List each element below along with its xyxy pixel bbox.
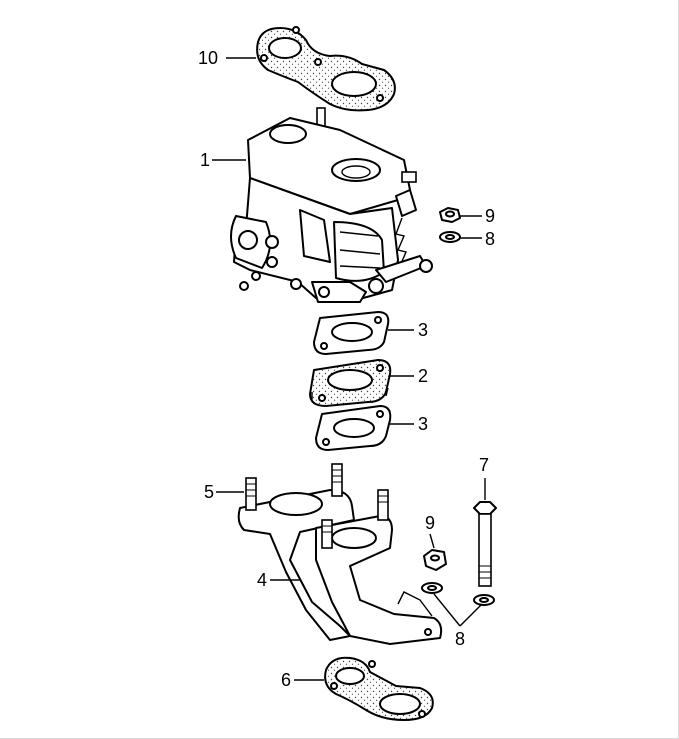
carburetor-part-1 — [230, 107, 433, 303]
callout-3-upper: 3 — [418, 320, 429, 340]
leader-lines — [212, 57, 486, 681]
top-gasket-part-10 — [256, 26, 396, 112]
flange-gasket-part-3-upper — [313, 311, 390, 355]
callout-3-lower: 3 — [418, 414, 429, 434]
flange-gasket-part-3-lower — [315, 405, 392, 451]
callout-6: 6 — [281, 670, 292, 690]
washer-part-8-upper — [439, 231, 461, 243]
callout-1: 1 — [200, 150, 211, 170]
washers-part-8-lower — [421, 582, 495, 606]
callout-2: 2 — [418, 366, 429, 386]
spacer-block-part-2 — [309, 359, 392, 407]
callout-5: 5 — [204, 482, 215, 502]
callout-8-lower: 8 — [455, 629, 466, 649]
intake-manifold-part-4 — [237, 489, 443, 645]
bottom-gasket-part-6 — [324, 656, 434, 721]
callout-9-upper: 9 — [485, 206, 496, 226]
nut-part-9-upper — [439, 207, 461, 223]
nut-part-9-lower — [423, 549, 447, 571]
callout-7: 7 — [479, 455, 490, 475]
callout-9-lower: 9 — [425, 513, 436, 533]
studs-part-5 — [245, 463, 389, 549]
callout-8-upper: 8 — [485, 229, 496, 249]
bolt-part-7 — [473, 501, 497, 587]
callout-10: 10 — [198, 48, 219, 68]
callout-4: 4 — [257, 570, 268, 590]
